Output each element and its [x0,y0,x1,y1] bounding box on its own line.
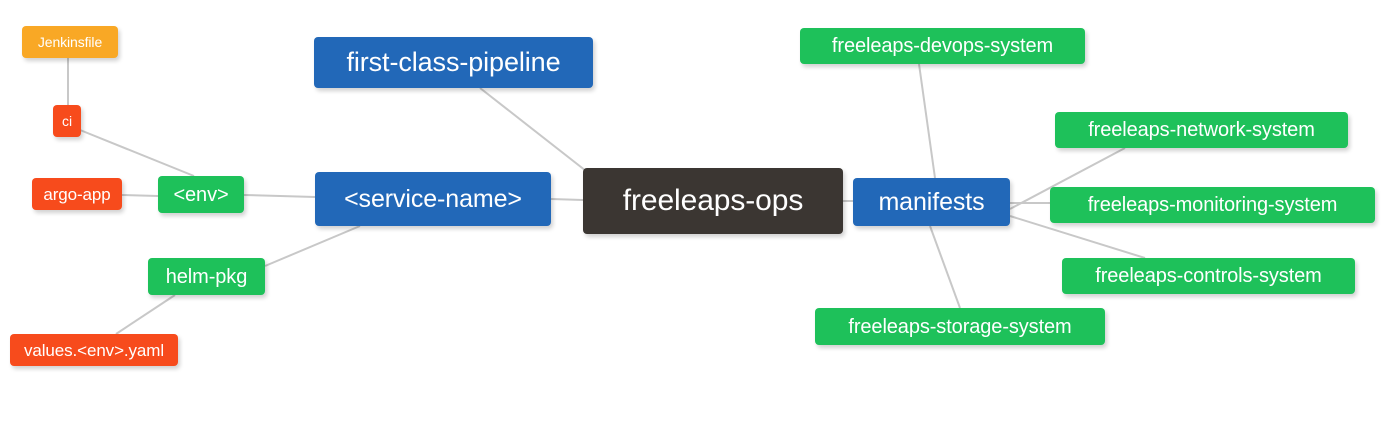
edge-service-name-to-env [243,194,316,198]
edge-env-to-ci [79,129,195,177]
node-helm-pkg[interactable]: helm-pkg [148,258,265,295]
node-controls-system[interactable]: freeleaps-controls-system [1062,258,1355,294]
node-values-yaml[interactable]: values.<env>.yaml [10,334,178,366]
node-storage-system[interactable]: freeleaps-storage-system [815,308,1105,345]
node-root[interactable]: freeleaps-ops [583,168,843,234]
node-first-class-pipeline[interactable]: first-class-pipeline [314,37,593,88]
edge-service-name-to-helm-pkg [264,225,361,267]
node-argo-app[interactable]: argo-app [32,178,122,210]
edge-root-to-first-class-pipeline [479,87,596,179]
node-service-name[interactable]: <service-name> [315,172,551,226]
node-ci[interactable]: ci [53,105,81,137]
edge-root-to-service-name [550,198,584,201]
node-jenkinsfile[interactable]: Jenkinsfile [22,26,118,58]
edge-helm-pkg-to-values-yaml [115,294,176,335]
edge-manifests-to-devops-system [918,63,936,179]
node-env[interactable]: <env> [158,176,244,213]
node-network-system[interactable]: freeleaps-network-system [1055,112,1348,148]
node-devops-system[interactable]: freeleaps-devops-system [800,28,1085,64]
node-manifests[interactable]: manifests [853,178,1010,226]
edge-manifests-to-storage-system [929,225,961,309]
edge-env-to-argo-app [121,194,159,197]
node-monitoring-system[interactable]: freeleaps-monitoring-system [1050,187,1375,223]
